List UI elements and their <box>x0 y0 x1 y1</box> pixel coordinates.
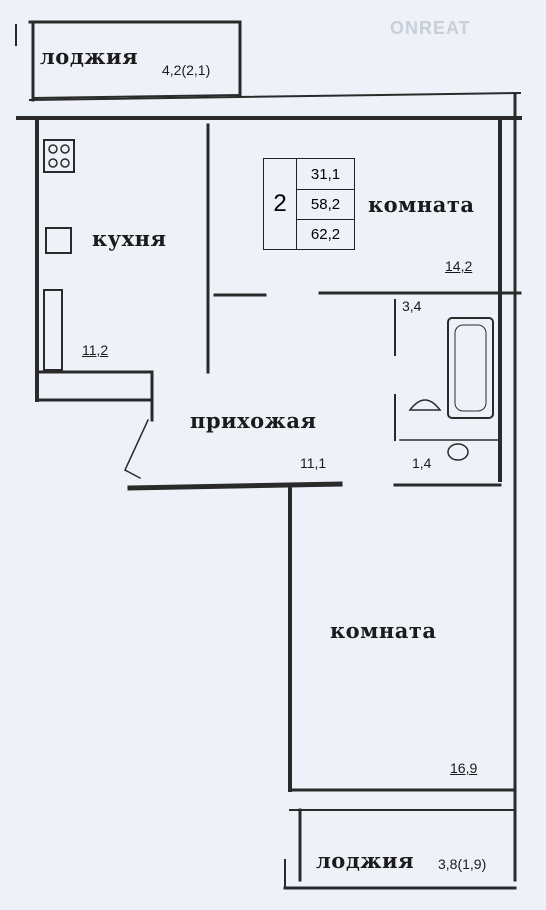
hall-bottom-wall <box>127 481 343 491</box>
living-area: 31,1 <box>297 159 354 190</box>
stove <box>43 139 75 173</box>
room2-area: 16,9 <box>450 760 478 776</box>
bathroom-walls <box>393 299 502 487</box>
room2-walls <box>288 486 517 811</box>
bathroom-area: 3,4 <box>402 298 422 314</box>
loggia-top-area: 4,2(2,1) <box>162 62 211 78</box>
room1-label: комната <box>368 192 475 217</box>
door-swing <box>124 419 149 480</box>
hall-area: 11,1 <box>300 455 327 471</box>
watermark: ONREAT <box>390 18 471 38</box>
loggia-bottom-walls <box>283 808 517 890</box>
kitchen-sink <box>45 227 72 254</box>
total-area-with-loggia: 62,2 <box>310 225 341 243</box>
hall-label: прихожая <box>190 408 317 433</box>
outer-walls <box>16 91 522 882</box>
toilet-area: 1,4 <box>412 455 432 471</box>
area-summary: 2 31,1 58,2 62,2 <box>263 158 355 250</box>
toilet <box>447 443 469 461</box>
kitchen-label: кухня <box>92 226 167 251</box>
total-area: 58,2 <box>297 189 354 220</box>
room2-label: комната <box>330 618 437 643</box>
bathtub <box>447 317 494 419</box>
loggia-top-walls <box>15 20 242 102</box>
kitchen-bottom-wall <box>38 370 154 422</box>
loggia-top-label: лоджия <box>40 44 139 69</box>
sink <box>408 399 442 411</box>
loggia-bottom-label: лоджия <box>316 848 415 873</box>
loggia-bottom-area: 3,8(1,9) <box>438 856 487 872</box>
room-count: 2 <box>264 159 297 249</box>
room1-area: 14,2 <box>445 258 473 274</box>
kitchen-area: 11,2 <box>82 342 109 358</box>
